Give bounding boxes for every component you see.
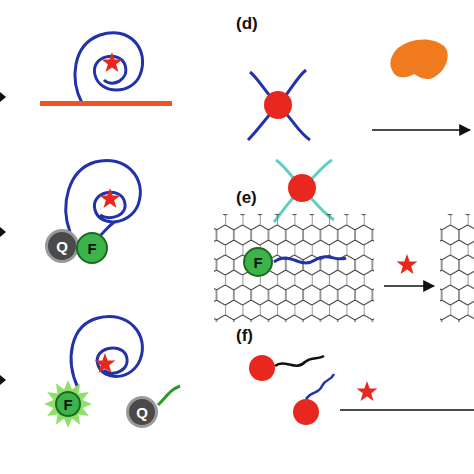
node-letter: Q xyxy=(136,405,148,420)
fluorophore-burst: F xyxy=(44,380,92,428)
node-letter: F xyxy=(253,255,262,270)
node-letter: Q xyxy=(56,239,68,254)
fluorophore-circle: F xyxy=(76,232,108,264)
panel-label: (f) xyxy=(236,326,253,346)
node-letter: F xyxy=(63,397,72,412)
fluorophore-circle: F xyxy=(243,247,273,277)
panel-label: (d) xyxy=(236,14,258,34)
quencher-circle: Q xyxy=(45,229,79,263)
node-letter: F xyxy=(87,241,96,256)
quencher-circle: Q xyxy=(126,396,158,428)
panel-label: (e) xyxy=(236,188,257,208)
